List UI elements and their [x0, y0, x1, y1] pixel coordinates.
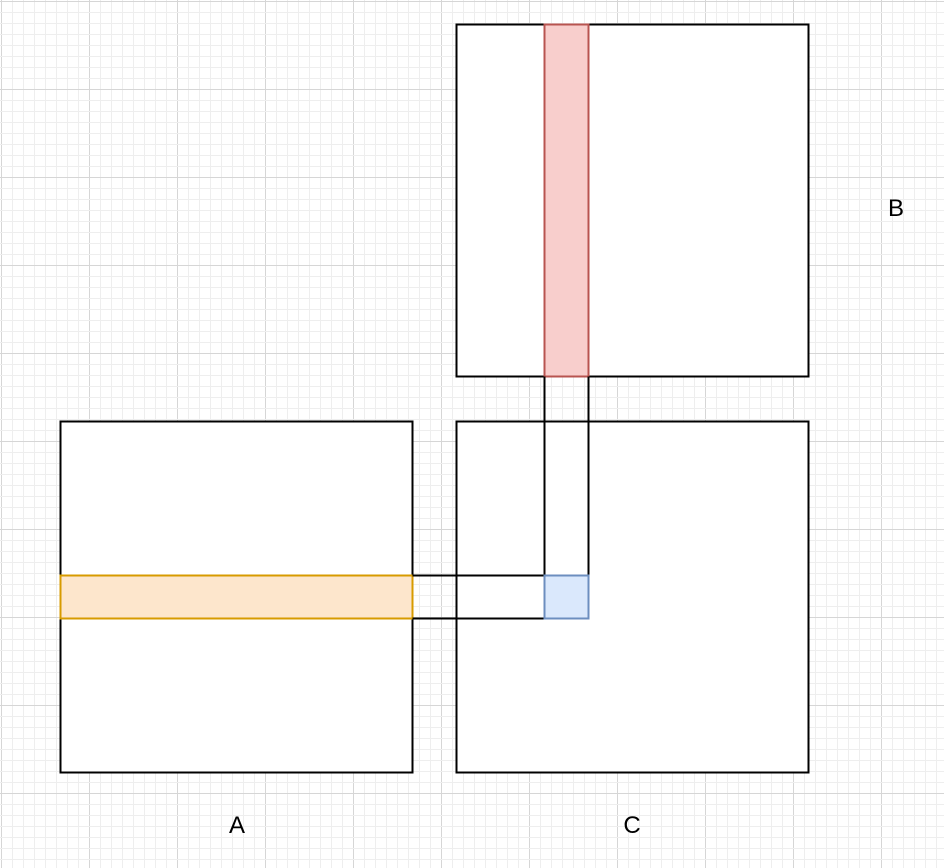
matrix-b-highlighted-column	[543, 23, 590, 378]
matrix-c-label: C	[623, 812, 640, 839]
matrix-a-label: A	[229, 812, 245, 839]
matrix-c-box	[455, 420, 810, 774]
matrix-c-result-cell	[543, 574, 590, 620]
matrix-b-box	[455, 23, 810, 378]
matrix-a-highlighted-row	[59, 574, 414, 620]
matrix-b-label: B	[888, 195, 904, 222]
